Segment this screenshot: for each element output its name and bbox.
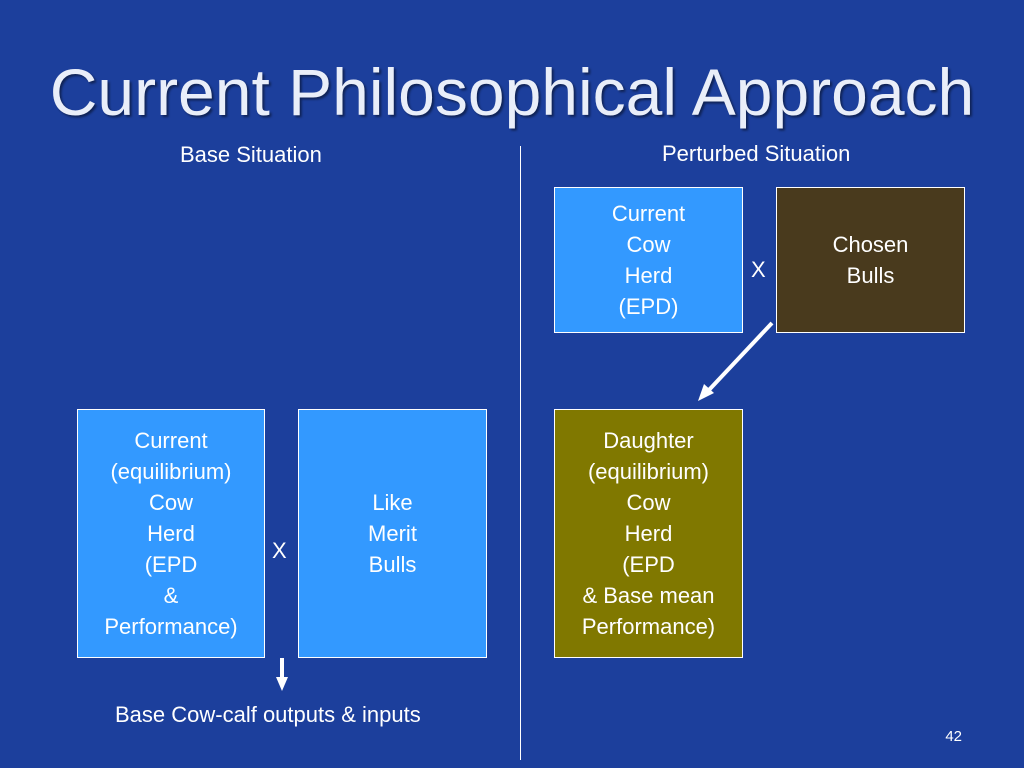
- base-cow-herd-line: Herd: [147, 521, 195, 546]
- base-multiply-operator: X: [272, 538, 287, 563]
- page-number: 42: [945, 728, 962, 745]
- daughter-line: (equilibrium): [587, 459, 710, 484]
- base-situation-label: Base Situation: [180, 142, 322, 167]
- like-merit-bulls-box: Like Merit Bulls: [298, 409, 487, 658]
- perturbed-cow-herd-line: (EPD): [618, 294, 679, 319]
- base-cow-herd-line: Performance): [104, 614, 238, 639]
- daughter-line: & Base mean: [582, 583, 715, 608]
- base-cow-herd-line: &: [163, 583, 179, 608]
- base-cow-herd-box: Current (equilibrium) Cow Herd (EPD & Pe…: [77, 409, 265, 658]
- base-cow-herd-line: Cow: [148, 490, 193, 515]
- arrow-down-icon: [276, 658, 288, 691]
- daughter-line: Cow: [626, 490, 671, 515]
- arrow-diagonal-icon: [698, 321, 774, 401]
- daughter-cow-herd-box: Daughter (equilibrium) Cow Herd (EPD & B…: [554, 409, 743, 658]
- daughter-line: (EPD: [622, 552, 675, 577]
- chosen-bulls-line: Bulls: [846, 263, 895, 288]
- base-cow-herd-line: (EPD: [144, 552, 198, 577]
- perturbed-situation-label: Perturbed Situation: [662, 141, 851, 166]
- bulls-line: Merit: [368, 521, 417, 546]
- perturbed-cow-herd-line: Herd: [624, 263, 673, 288]
- base-cow-herd-line: (equilibrium): [110, 459, 232, 484]
- perturbed-cow-herd-line: Current: [611, 201, 686, 226]
- chosen-bulls-box: Chosen Bulls: [776, 187, 965, 333]
- daughter-line: Daughter: [603, 428, 694, 453]
- bulls-line: Bulls: [368, 552, 417, 577]
- daughter-line: Herd: [624, 521, 673, 546]
- perturbed-cow-herd-box: Current Cow Herd (EPD): [554, 187, 743, 333]
- daughter-line: Performance): [581, 614, 716, 639]
- perturbed-cow-herd-line: Cow: [626, 232, 671, 257]
- slide-title: Current Philosophical Approach: [49, 55, 975, 129]
- chosen-bulls-line: Chosen: [832, 232, 909, 257]
- section-divider: [520, 146, 521, 760]
- perturbed-multiply-operator: X: [751, 257, 766, 282]
- bulls-line: Like: [372, 490, 413, 515]
- base-output-label: Base Cow-calf outputs & inputs: [115, 702, 421, 727]
- base-cow-herd-line: Current: [134, 428, 208, 453]
